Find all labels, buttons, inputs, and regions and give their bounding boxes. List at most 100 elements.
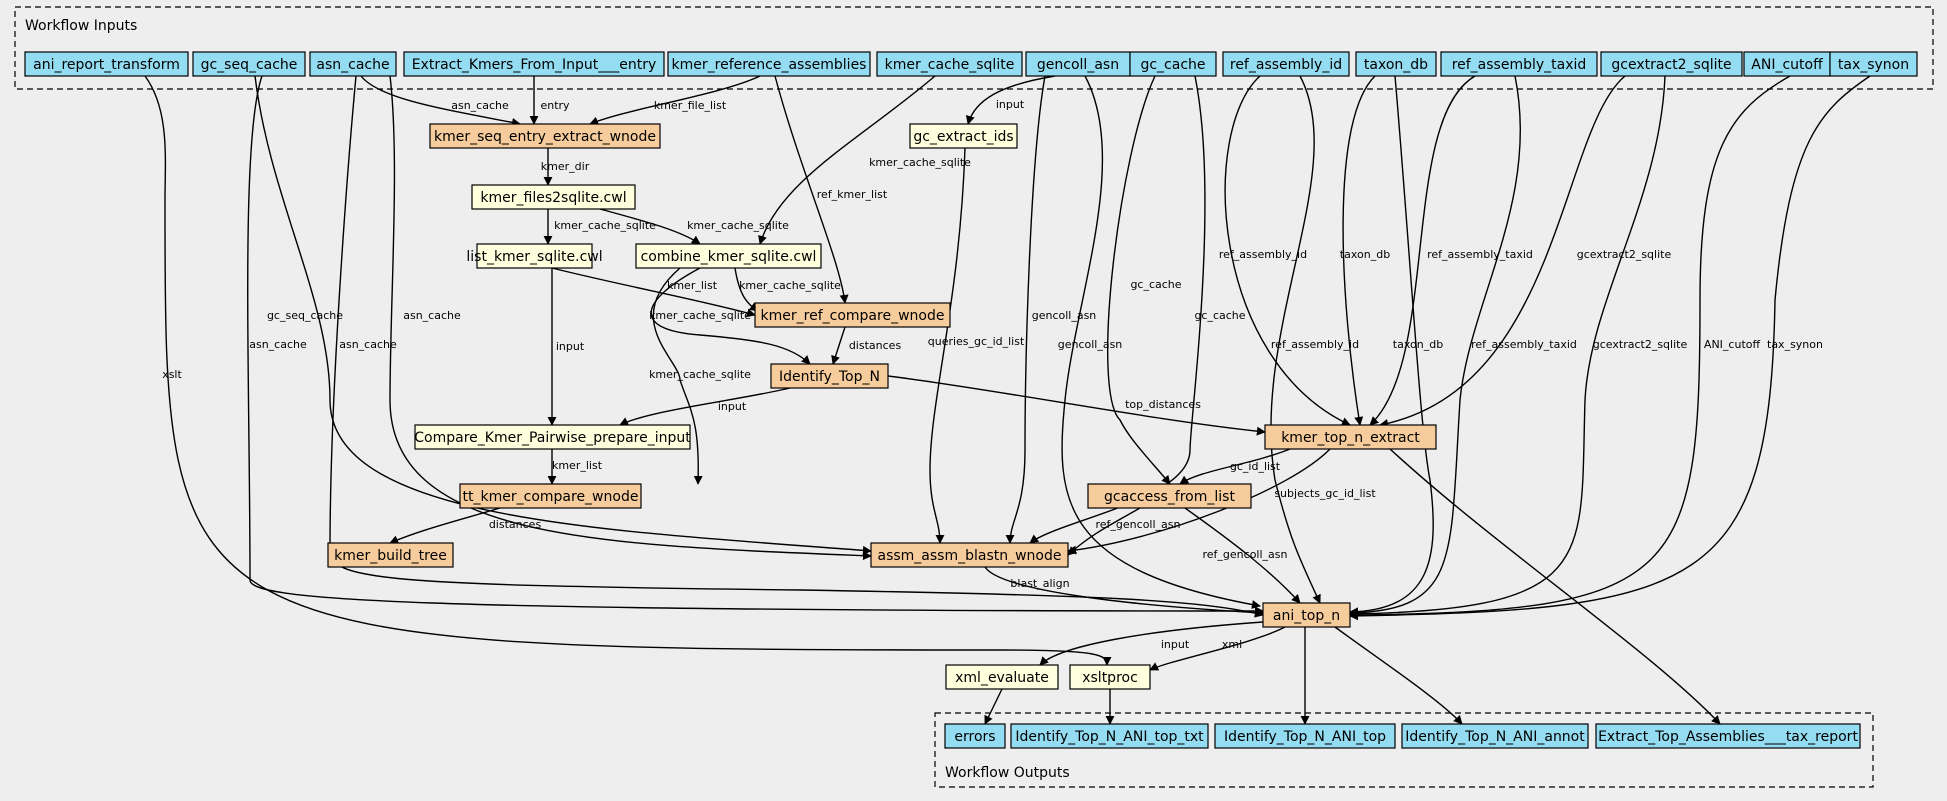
- workflow-inputs-title: Workflow Inputs: [25, 18, 137, 34]
- node-kmer-build-tree[interactable]: kmer_build_tree: [327, 542, 454, 568]
- node-label: kmer_ref_compare_wnode: [761, 308, 945, 324]
- edge-kmer_top_n_extract-to-out_tax_report: [1389, 448, 1721, 725]
- edge-label: ref_gencoll_asn: [1096, 518, 1181, 531]
- edge-ani_top_n-to-out_annot: [1334, 626, 1463, 725]
- node-layer: ani_report_transform gc_seq_cache asn_cach…: [24, 51, 1918, 749]
- edge-label: kmer_list: [552, 459, 603, 472]
- edge-label: taxon_db: [1340, 248, 1390, 261]
- edge-assm_assm_blastn_wnode-to-ani_top_n: [984, 566, 1264, 618]
- node-asn-cache[interactable]: asn_cache: [309, 51, 397, 77]
- edge-kmer_top_n_extract-to-gcaccess_from_list: [1179, 448, 1291, 485]
- node-xsltproc[interactable]: xsltproc: [1069, 664, 1151, 690]
- node-box: [1743, 51, 1831, 77]
- edge-label: kmer_file_list: [654, 99, 727, 112]
- edge-list_kmer_sqlite-to-kmer_ref_compare_wnode: [551, 267, 756, 318]
- node-gc-seq-cache[interactable]: gc_seq_cache: [192, 51, 306, 77]
- node-label: ref_assembly_id: [1230, 57, 1342, 73]
- node-box: [1401, 723, 1589, 749]
- edge-label: kmer_cache_sqlite: [649, 368, 751, 381]
- node-label: Identify_Top_N_ANI_annot: [1405, 729, 1585, 745]
- node-kmer-top-n-extract[interactable]: kmer_top_n_extract: [1264, 424, 1437, 450]
- node-errors[interactable]: errors: [944, 723, 1006, 749]
- node-kmer-seq-entry-extract-wnode[interactable]: kmer_seq_entry_extract_wnode: [429, 123, 661, 149]
- node-label: gc_seq_cache: [201, 57, 298, 73]
- node-box: [1087, 483, 1252, 509]
- edge-layer: [144, 75, 1871, 725]
- edge-asn_cache-to-assm_assm_blastn_wnode: [389, 75, 872, 561]
- node-box: [945, 664, 1059, 690]
- node-gc-cache[interactable]: gc_cache: [1129, 51, 1217, 77]
- edge-combine_kmer_sqlite-to-tt_kmer_compare_wnode: [652, 267, 703, 485]
- node-label: kmer_top_n_extract: [1281, 430, 1420, 446]
- node-label: ANI_cutoff: [1751, 57, 1823, 73]
- node-kmer-files2sqlite[interactable]: kmer_files2sqlite.cwl: [471, 184, 636, 210]
- node-box: [1129, 51, 1217, 77]
- edge-kmer_cache_sqlite-to-combine_kmer_sqlite: [758, 75, 936, 245]
- node-label: gcextract2_sqlite: [1611, 57, 1731, 73]
- node-identify-top-n[interactable]: Identify_Top_N: [770, 363, 889, 389]
- node-compare-prepare-input[interactable]: Compare_Kmer_Pairwise_prepare_input: [414, 424, 691, 450]
- node-label: kmer_seq_entry_extract_wnode: [434, 129, 656, 145]
- edge-label: distances: [489, 518, 542, 531]
- node-ref-assembly-taxid[interactable]: ref_assembly_taxid: [1440, 51, 1598, 77]
- node-label: gencoll_asn: [1037, 57, 1119, 73]
- node-box: [429, 123, 661, 149]
- edge-label: kmer_cache_sqlite: [869, 156, 971, 169]
- node-taxon-db[interactable]: taxon_db: [1355, 51, 1437, 77]
- node-kmer-ref-compare-wnode[interactable]: kmer_ref_compare_wnode: [754, 302, 951, 328]
- node-box: [414, 424, 691, 450]
- node-tt-kmer-compare-wnode[interactable]: tt_kmer_compare_wnode: [459, 483, 642, 509]
- edge-label: ref_gencoll_asn: [1203, 548, 1288, 561]
- node-out-top[interactable]: Identify_Top_N_ANI_top: [1214, 723, 1396, 749]
- edge-gencoll_asn-to-gc_extract_ids: [965, 75, 1056, 125]
- node-box: [309, 51, 397, 77]
- edge-identify_top_n-to-kmer_top_n_extract: [887, 375, 1266, 436]
- node-list-kmer-sqlite[interactable]: list_kmer_sqlite.cwl: [466, 243, 603, 269]
- node-ani-cutoff[interactable]: ANI_cutoff: [1743, 51, 1831, 77]
- node-label: taxon_db: [1364, 57, 1428, 73]
- node-ani-top-n[interactable]: ani_top_n: [1262, 602, 1351, 628]
- edge-label: gc_cache: [1194, 309, 1245, 322]
- edge-label: gencoll_asn: [1058, 338, 1123, 351]
- node-label: xsltproc: [1082, 670, 1138, 686]
- node-gcaccess-from-list[interactable]: gcaccess_from_list: [1087, 483, 1252, 509]
- node-ani-report-transform[interactable]: ani_report_transform: [24, 51, 189, 77]
- node-label: kmer_cache_sqlite: [885, 57, 1015, 73]
- workflow-outputs-title: Workflow Outputs: [945, 765, 1070, 781]
- edge-label: top_distances: [1125, 398, 1201, 411]
- node-tax-synon[interactable]: tax_synon: [1829, 51, 1918, 77]
- edge-kmer_ref_compare_wnode-to-identify_top_n: [831, 326, 846, 365]
- node-label: ref_assembly_taxid: [1452, 57, 1587, 73]
- node-box: [635, 243, 822, 269]
- node-ref-assembly-id[interactable]: ref_assembly_id: [1222, 51, 1350, 77]
- node-box: [1829, 51, 1918, 77]
- node-kmer-reference-assemblies[interactable]: kmer_reference_assemblies: [667, 51, 871, 77]
- node-box: [1214, 723, 1396, 749]
- node-label: Identify_Top_N_ANI_top_txt: [1015, 729, 1204, 745]
- node-combine-kmer-sqlite[interactable]: combine_kmer_sqlite.cwl: [635, 243, 822, 269]
- edge-gcextract2_sqlite-to-ani_top_n: [1349, 75, 1666, 619]
- node-out-tax-report[interactable]: Extract_Top_Assemblies___tax_report: [1595, 723, 1861, 749]
- edge-label: ref_assembly_id: [1219, 248, 1307, 261]
- edge-gc_seq_cache-to-assm_assm_blastn_wnode: [254, 75, 872, 555]
- node-kmer-cache-sqlite[interactable]: kmer_cache_sqlite: [876, 51, 1023, 77]
- node-extract-entry[interactable]: Extract_Kmers_From_Input___entry: [403, 51, 665, 77]
- node-box: [1440, 51, 1598, 77]
- node-gcextract2-sqlite[interactable]: gcextract2_sqlite: [1600, 51, 1743, 77]
- edge-asn_cache-to-ani_top_n: [329, 75, 1264, 618]
- edge-taxon_db-to-kmer_top_n_extract: [1342, 75, 1376, 426]
- edge-label: input: [996, 98, 1025, 111]
- node-gc-extract-ids[interactable]: gc_extract_ids: [909, 123, 1018, 149]
- node-label: gcaccess_from_list: [1104, 489, 1235, 505]
- edge-gc_cache-to-gcaccess_from_list: [1107, 75, 1171, 485]
- node-out-annot[interactable]: Identify_Top_N_ANI_annot: [1401, 723, 1589, 749]
- node-xml-evaluate[interactable]: xml_evaluate: [945, 664, 1059, 690]
- node-out-top-txt[interactable]: Identify_Top_N_ANI_top_txt: [1010, 723, 1209, 749]
- edge-label: gc_cache: [1130, 278, 1181, 291]
- node-assm-assm-blastn-wnode[interactable]: assm_assm_blastn_wnode: [870, 542, 1069, 568]
- edge-label: kmer_dir: [541, 160, 590, 173]
- edge-gcaccess_from_list-to-assm_assm_blastn_wnode: [1067, 507, 1141, 556]
- node-label: errors: [954, 729, 995, 745]
- node-gencoll-asn[interactable]: gencoll_asn: [1025, 51, 1131, 77]
